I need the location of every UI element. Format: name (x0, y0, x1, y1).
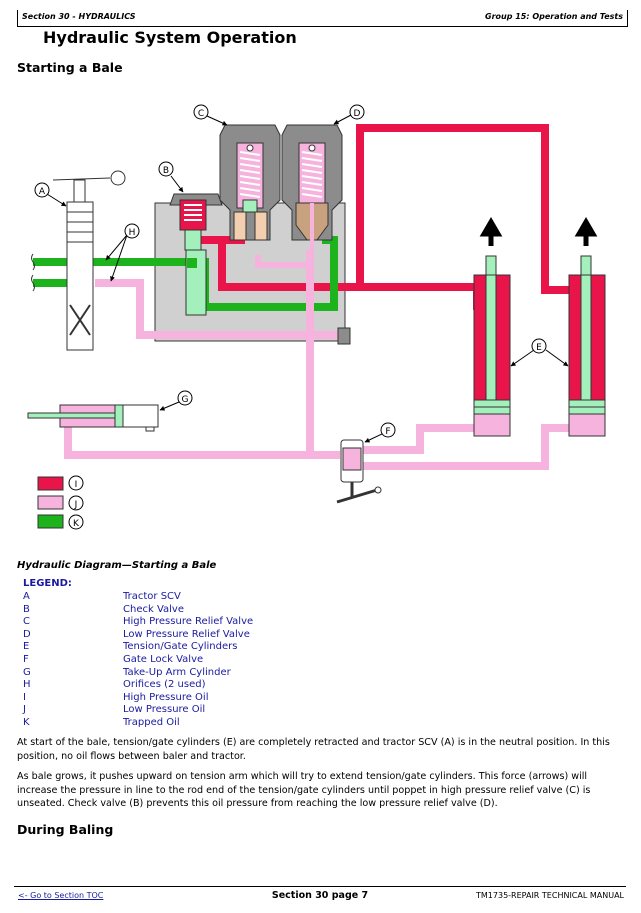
svg-text:I: I (75, 480, 78, 490)
legend-key: G (23, 666, 31, 678)
legend-key: K (23, 716, 30, 728)
legend-label: Tractor SCV (123, 591, 181, 602)
legend-label: Low Pressure Relief Valve (123, 628, 250, 640)
legend-label: Orifices (2 used) (123, 679, 206, 691)
legend-item: D Low Pressure Relief Valve (23, 629, 253, 642)
legend-label: Trapped Oil (123, 716, 180, 728)
svg-text:J: J (74, 500, 78, 510)
callout-b: B (158, 161, 184, 193)
legend-item: J Low Pressure Oil (23, 704, 253, 717)
body-paragraph: As bale grows, it pushes upward on tensi… (17, 771, 591, 810)
gate-lock-valve-f (336, 439, 382, 504)
svg-text:H: H (129, 228, 136, 238)
section-subtitle: Starting a Bale (17, 60, 123, 75)
legend-key: A (23, 591, 30, 602)
legend-key: E (23, 641, 30, 653)
svg-text:E: E (536, 343, 542, 353)
svg-text:K: K (73, 519, 80, 529)
legend-key: B (23, 603, 30, 615)
callout-d: D (333, 104, 365, 125)
swatch-trapped-oil: K (37, 514, 84, 530)
legend-key: H (23, 679, 31, 691)
page-title: Hydraulic System Operation (43, 28, 297, 47)
page-number: Section 30 page 7 (271, 890, 369, 901)
legend-item: A Tractor SCV (23, 591, 253, 604)
group-label: Group 15: Operation and Tests (485, 12, 623, 21)
take-up-arm-cylinder-g (27, 404, 159, 432)
port-plug (337, 327, 351, 345)
swatch-high-pressure: I (37, 475, 84, 491)
svg-text:B: B (163, 166, 169, 176)
callout-a: A (34, 182, 67, 207)
swatch-low-pressure: J (37, 495, 84, 511)
figure-caption: Hydraulic Diagram—Starting a Bale (17, 560, 217, 571)
check-valve-b (169, 193, 223, 316)
legend-heading: LEGEND: (23, 578, 72, 589)
legend-key: I (23, 691, 26, 703)
page-header: Section 30 - HYDRAULICS Group 15: Operat… (17, 10, 628, 27)
legend-label: Take-Up Arm Cylinder (123, 666, 231, 678)
callout-e: E (510, 338, 569, 367)
low-pressure-relief-valve-d (281, 124, 343, 253)
svg-text:F: F (385, 427, 390, 437)
callout-h: H (105, 223, 140, 282)
legend-item: E Tension/Gate Cylinders (23, 641, 253, 654)
svg-text:D: D (354, 109, 361, 119)
svg-text:C: C (198, 109, 204, 119)
legend-key: D (23, 628, 31, 640)
legend-label: Low Pressure Oil (123, 704, 206, 716)
callout-g: G (159, 390, 193, 411)
svg-text:G: G (182, 395, 189, 405)
legend-item: G Take-Up Arm Cylinder (23, 667, 253, 680)
tension-gate-cylinder-left (473, 217, 511, 437)
legend-label: Gate Lock Valve (123, 653, 204, 665)
manual-title: TM1735-REPAIR TECHNICAL MANUAL (476, 891, 624, 900)
legend-label: Check Valve (123, 603, 184, 615)
tension-gate-cylinder-right (568, 217, 606, 437)
section-label: Section 30 - HYDRAULICS (22, 12, 136, 21)
legend-label: High Pressure Relief Valve (123, 616, 254, 628)
legend-item: C High Pressure Relief Valve (23, 616, 253, 629)
section-subtitle-next: During Baling (17, 822, 114, 837)
go-to-section-toc-link[interactable]: <- Go to Section TOC (18, 891, 104, 900)
legend-item: H Orifices (2 used) (23, 679, 253, 692)
body-paragraph: At start of the bale, tension/gate cylin… (17, 737, 610, 762)
legend-item: K Trapped Oil (23, 717, 253, 730)
legend-label: High Pressure Oil (123, 691, 209, 703)
legend-key: F (23, 653, 29, 665)
legend-item: I High Pressure Oil (23, 692, 253, 705)
svg-text:A: A (39, 187, 46, 197)
low-pressure-lines (64, 250, 572, 470)
hydraulic-diagram: A B C D H E F G I (27, 104, 606, 530)
legend-item: F Gate Lock Valve (23, 654, 253, 667)
legend-label: Tension/Gate Cylinders (123, 641, 238, 653)
legend-key: J (23, 704, 26, 716)
callout-c: C (193, 104, 228, 126)
page-footer: <- Go to Section TOC Section 30 page 7 T… (14, 886, 626, 907)
high-pressure-relief-valve-c (219, 124, 281, 241)
legend: LEGEND: A Tractor SCV B Check Valve C High … (23, 578, 253, 730)
callout-f: F (364, 422, 396, 443)
legend-key: C (23, 616, 30, 628)
tractor-scv-a (31, 170, 126, 351)
legend-item: B Check Valve (23, 604, 253, 617)
